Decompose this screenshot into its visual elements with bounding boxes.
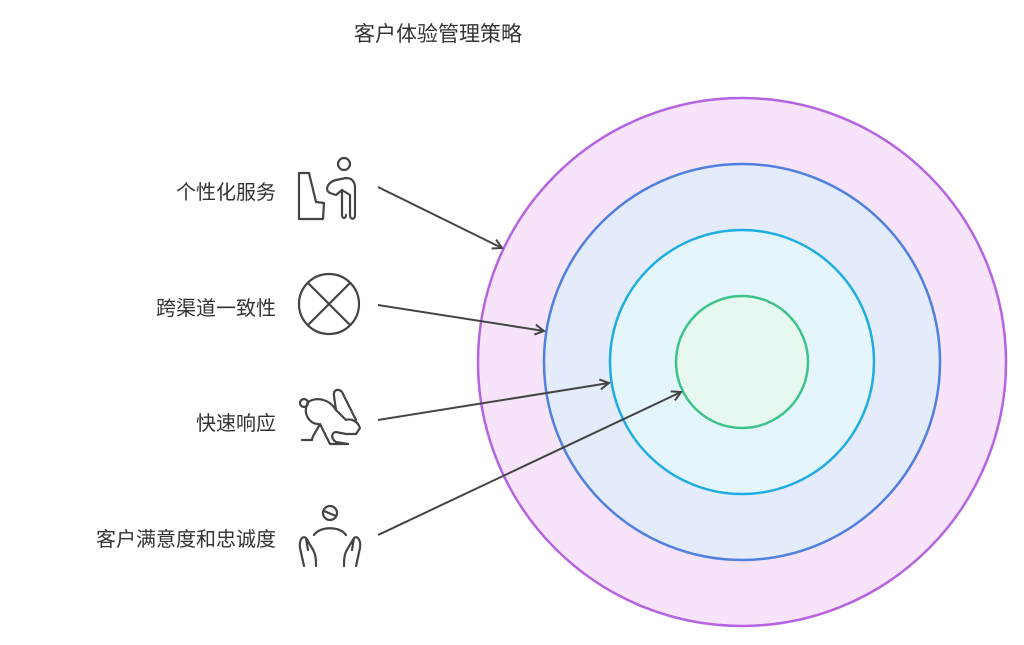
label-personalized-service: 个性化服务: [176, 180, 276, 204]
person-hands-icon: [298, 504, 362, 568]
ring-satisfaction-loyalty: [674, 294, 810, 430]
arrow-1: [377, 186, 502, 248]
label-satisfaction-loyalty: 客户满意度和忠诚度: [96, 527, 276, 551]
arrow-3: [377, 383, 609, 421]
arrow-4: [377, 392, 681, 536]
person-serving-icon: [297, 156, 357, 221]
arrow-2: [377, 304, 544, 331]
rabbit-icon: [298, 388, 362, 446]
circle-x-icon: [297, 272, 361, 336]
diagram-title: 客户体验管理策略: [354, 22, 522, 46]
label-fast-response: 快速响应: [196, 411, 276, 435]
label-cross-channel-consistency: 跨渠道一致性: [156, 296, 276, 320]
